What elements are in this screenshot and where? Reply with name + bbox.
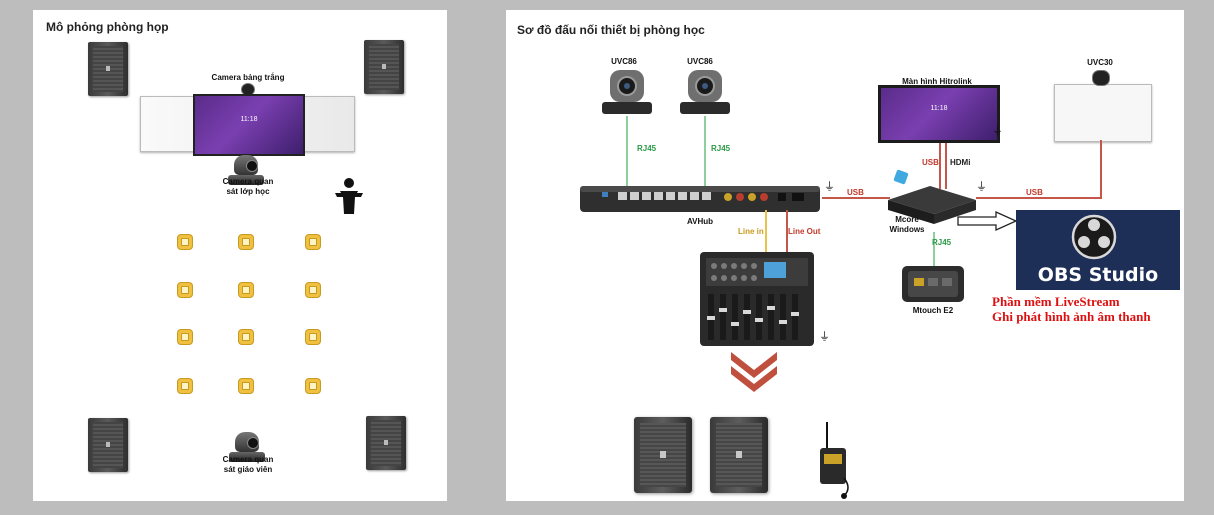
whiteboard-camera-label: Camera bảng trắng [211, 73, 285, 82]
mcore-windows-device [888, 186, 976, 224]
hitrolink-display: 11:18 [878, 85, 1000, 143]
display-time: 11:18 [930, 105, 948, 112]
speaker-top-right [364, 40, 404, 94]
camera2-label: UVC86 [687, 57, 713, 66]
student-seat [238, 234, 254, 250]
rj45-cable-camera2 [704, 116, 706, 188]
line-in-cable [765, 210, 767, 256]
arrow-right-icon [957, 210, 1018, 232]
line-out-cable [786, 210, 788, 256]
usb-cable-display [939, 143, 941, 189]
mcore-power-plug-icon: ⏚ [976, 180, 987, 193]
uvc86-camera-2-icon [680, 70, 730, 114]
usb-label-3: USB [1026, 188, 1043, 197]
usb-label-2: USB [922, 158, 939, 167]
screen-time: 11:18 [240, 116, 258, 123]
output-speaker-2 [710, 417, 768, 493]
room-simulation-title: Mô phỏng phòng họp [46, 20, 169, 34]
student-seat [238, 329, 254, 345]
hdmi-cable-display [945, 143, 947, 189]
rj45-cable-mtouch [933, 232, 935, 268]
student-seat [305, 234, 321, 250]
speaker-bottom-left [88, 418, 128, 472]
rj45-label-1: RJ45 [637, 144, 657, 153]
student-seat [238, 282, 254, 298]
uvc30-whiteboard [1054, 84, 1152, 142]
uvc30-camera-icon [1092, 70, 1110, 86]
student-seat [238, 378, 254, 394]
connection-diagram-title: Sơ đồ đấu nối thiết bị phòng học [517, 23, 705, 37]
student-seat [305, 282, 321, 298]
mtouch-label: Mtouch E2 [912, 306, 954, 315]
rj45-label-2: RJ45 [711, 144, 731, 153]
avhub-label: AVHub [686, 217, 714, 226]
audio-mixer [700, 252, 814, 346]
livestream-software-caption: Phần mềm LiveStream Ghi phát hình ảnh âm… [992, 294, 1151, 324]
uvc86-camera-1-icon [602, 70, 652, 114]
rj45-cable-camera1 [626, 116, 628, 188]
student-seat [177, 234, 193, 250]
connection-diagram-panel: Sơ đồ đấu nối thiết bị phòng học UVC86 U… [506, 10, 1184, 501]
usb-cable-uvc30-vertical [1100, 140, 1102, 198]
mtouch-e2-panel [902, 266, 964, 302]
teacher-podium-icon [335, 178, 363, 214]
chevron-down-icon [731, 352, 777, 392]
power-plug-icon: ⏚ [824, 180, 835, 193]
hdmi-label: HDMi [950, 158, 971, 167]
room-simulation-panel: Mô phỏng phòng họp Camera bảng trắng 11:… [33, 10, 447, 501]
display-power-plug-icon: ⏚ [992, 124, 1003, 137]
avhub-device [580, 186, 820, 212]
wireless-microphone-icon [820, 422, 849, 499]
class-observation-camera-icon [228, 155, 264, 185]
display-label: Màn hình Hitrolink [902, 77, 972, 86]
usb-label-1: USB [847, 188, 864, 197]
obs-studio-text: OBS Studio [1037, 264, 1159, 286]
interactive-screen: 11:18 [193, 94, 305, 156]
student-seat [305, 329, 321, 345]
camera1-label: UVC86 [611, 57, 637, 66]
obs-logo-icon [1071, 214, 1117, 260]
usb-cable-uvc30-horizontal [976, 197, 1102, 199]
line-out-label: Line Out [788, 227, 821, 236]
speaker-bottom-right [366, 416, 406, 470]
rj45-label-3: RJ45 [932, 238, 952, 247]
speaker-top-left [88, 42, 128, 96]
student-seat [177, 378, 193, 394]
teacher-observation-camera-icon [229, 432, 265, 462]
student-seat [177, 329, 193, 345]
line-in-label: Line in [738, 227, 764, 236]
student-seat [177, 282, 193, 298]
output-speaker-1 [634, 417, 692, 493]
mixer-power-plug-icon: ⏚ [819, 330, 830, 343]
uvc30-label: UVC30 [1087, 58, 1113, 67]
obs-studio-banner: OBS Studio [1016, 210, 1180, 290]
student-seat [305, 378, 321, 394]
usb-cable-avhub [822, 197, 890, 199]
